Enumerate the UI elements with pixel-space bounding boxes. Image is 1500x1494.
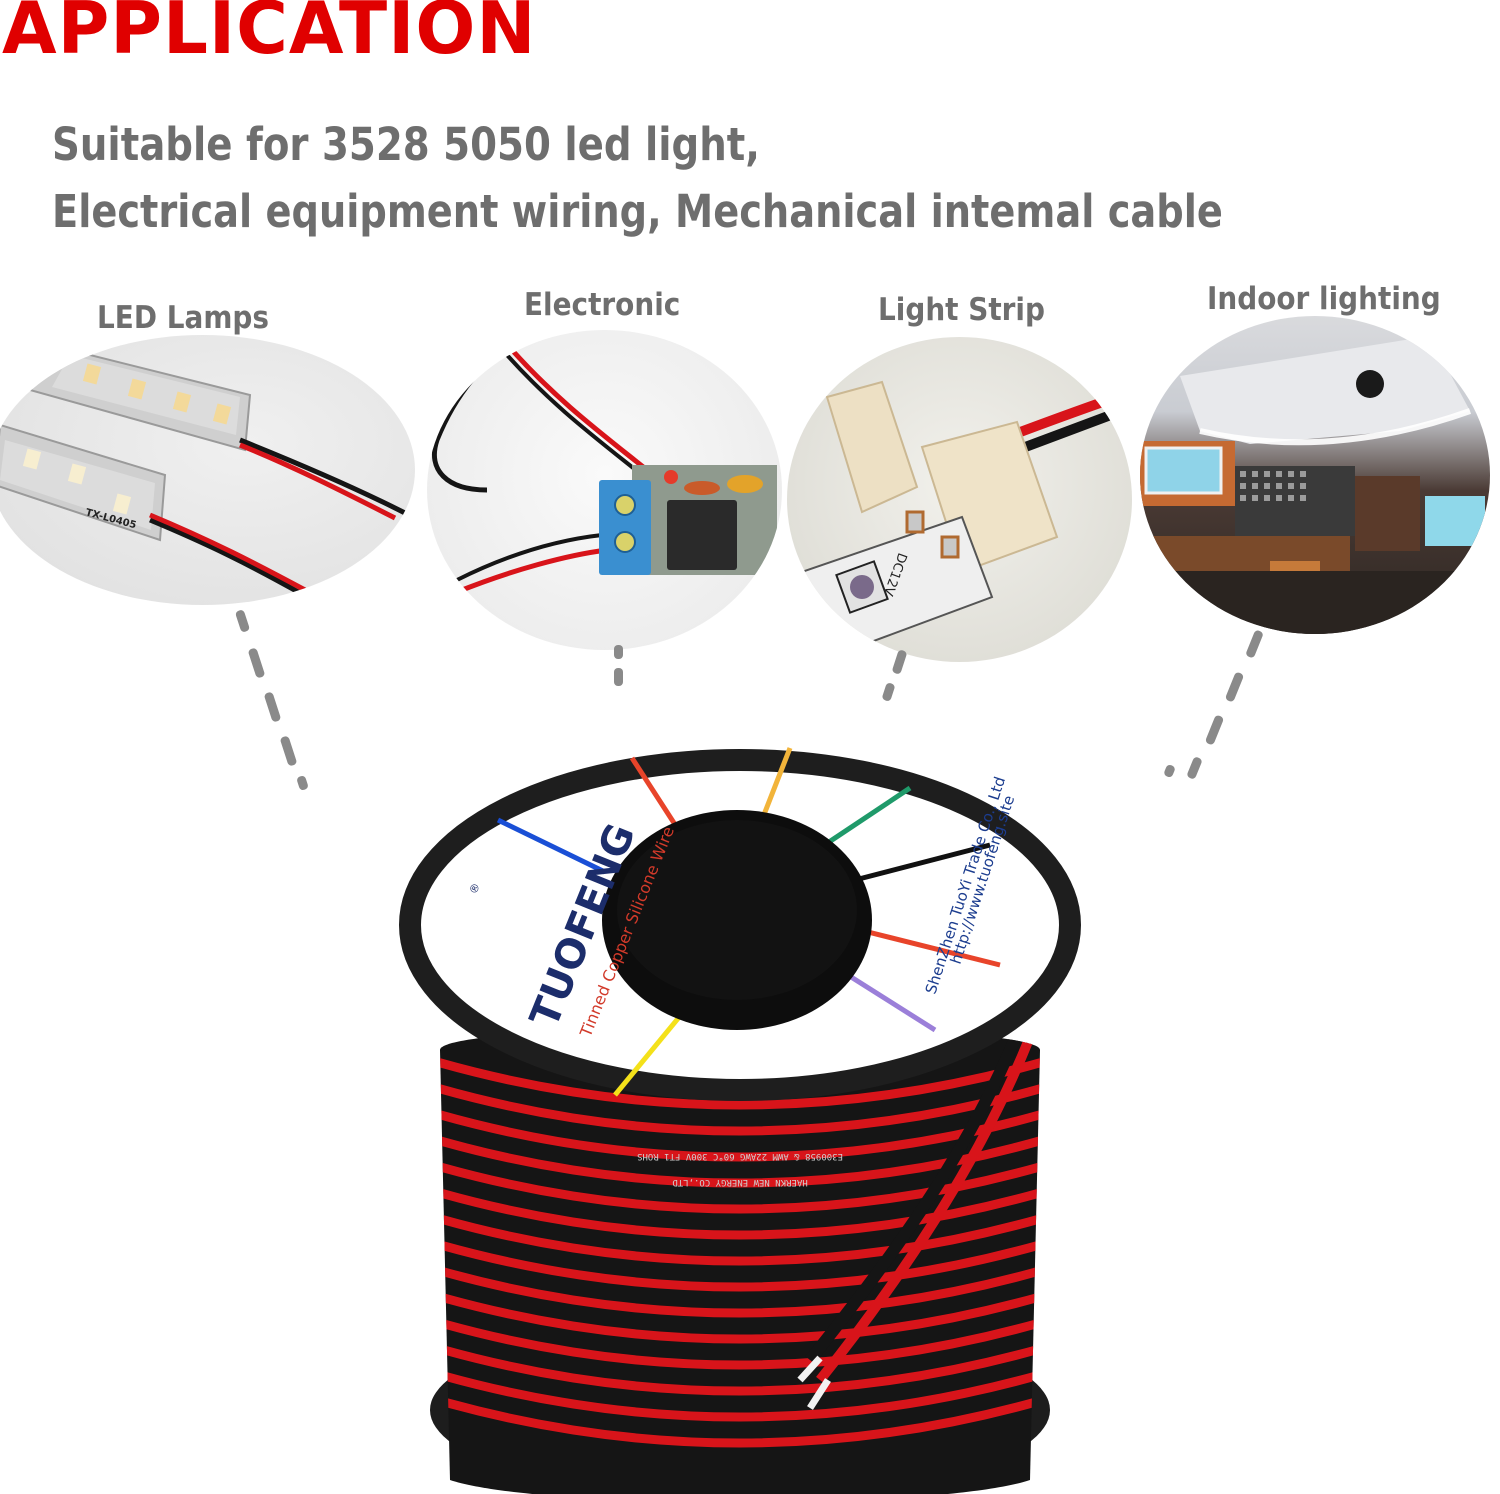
label-indoor-lighting: Indoor lighting — [1207, 281, 1441, 317]
circuit-board-image — [427, 330, 782, 650]
led-lamp-bars-image: TX-L0405 — [0, 335, 415, 605]
indoor-room-image — [1140, 316, 1490, 634]
subtitle-line-2: Electrical equipment wiring, Mechanical … — [52, 185, 1223, 238]
registered-mark: ® — [467, 881, 483, 896]
label-light-strip: Light Strip — [878, 292, 1045, 328]
wire-print-text-2: HAERKN NEW ENERGY CO.,LTD — [672, 1177, 807, 1187]
label-led-lamps: LED Lamps — [97, 300, 269, 336]
wire-spool-image: E300958 & AWM 22AWG 60°C 300V FT1 ROHS H… — [380, 720, 1100, 1494]
spoke-yellow — [613, 1008, 687, 1097]
subtitle-line-1: Suitable for 3528 5050 led light, — [52, 118, 761, 171]
light-strip-connector-image: DC12V — [787, 337, 1132, 662]
page-title: APPLICATION — [2, 0, 537, 70]
label-electronic: Electronic — [524, 287, 681, 323]
wire-coil: E300958 & AWM 22AWG 60°C 300V FT1 ROHS H… — [440, 1027, 1040, 1494]
wire-print-text-1: E300958 & AWM 22AWG 60°C 300V FT1 ROHS — [637, 1151, 843, 1161]
